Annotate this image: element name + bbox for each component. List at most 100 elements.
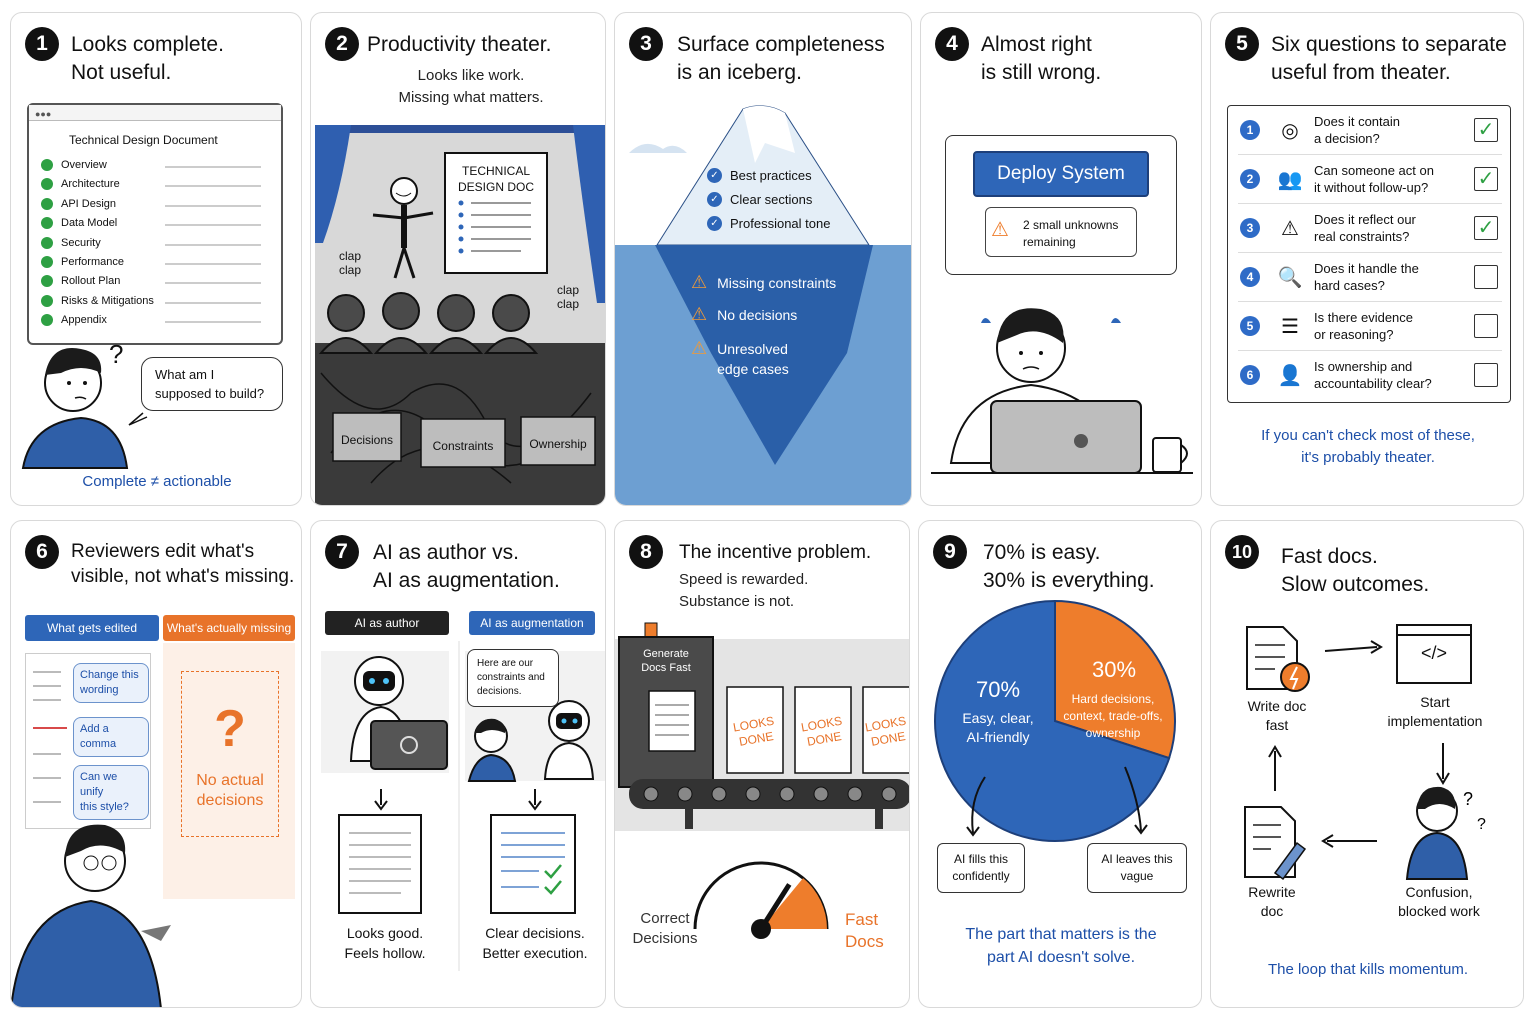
caption-right: Clear decisions. Better execution. — [482, 925, 588, 961]
question-row: 6👤Is ownership and accountability clear? — [1238, 351, 1502, 400]
question-checkbox[interactable] — [1474, 363, 1498, 387]
checklist-item-label: Performance — [61, 256, 124, 268]
checklist-item-label: Risks & Mitigations — [61, 294, 154, 307]
checklist-item: Appendix — [41, 314, 107, 327]
check-circle-icon — [41, 178, 53, 191]
search-icon: 🔍 — [1277, 266, 1303, 289]
review-comment[interactable]: Change this wording — [73, 663, 149, 703]
warning-icon: ⚠ — [691, 272, 708, 292]
placeholder-line — [165, 282, 261, 285]
pie-chart — [934, 599, 1176, 842]
question-checkbox[interactable]: ✓ — [1474, 216, 1498, 240]
question-text: Does it handle the hard cases? — [1314, 261, 1419, 293]
step-confusion: Confusion, blocked work — [1398, 884, 1480, 919]
checklist-item-label: Appendix — [61, 314, 107, 327]
panel-title: Six questions to separate useful from th… — [1271, 33, 1507, 84]
missing-box — [181, 671, 279, 837]
box-label-decisions: Decisions — [340, 433, 394, 447]
panel-title: Fast docs. Slow outcomes. — [1281, 545, 1430, 596]
right-callout-box: AI leaves this vague — [1087, 843, 1187, 893]
checklist-item-label: API Design — [61, 197, 117, 210]
check-circle-icon: ✓ — [707, 168, 722, 183]
clap-text-right: clap clap — [557, 283, 580, 311]
question-number: 2 — [1240, 169, 1260, 189]
checklist-item: Security — [41, 236, 101, 249]
question-row: 3⚠Does it reflect our real constraints?✓ — [1238, 204, 1502, 253]
placeholder-line — [165, 224, 261, 227]
placeholder-line — [165, 301, 261, 304]
stressed-developer-illustration — [931, 308, 1193, 474]
panel-subtitle: Speed is rewarded. Substance is not. — [679, 571, 809, 610]
pie-slice — [934, 599, 1171, 842]
deploy-system-button[interactable]: Deploy System — [973, 151, 1149, 197]
question-row: 5☰Is there evidence or reasoning? — [1238, 302, 1502, 351]
review-comment[interactable]: Add a comma — [73, 717, 149, 757]
panel-title: The incentive problem. — [679, 542, 872, 563]
question-text: Is there evidence or reasoning? — [1314, 310, 1414, 342]
caption-left: Looks good. Feels hollow. — [344, 925, 426, 961]
augmentation-speech-bubble — [467, 649, 559, 707]
clap-text-left: clap clap — [339, 249, 362, 277]
checklist-item: Risks & Mitigations — [41, 294, 154, 307]
iceberg-hidden-item: ⚠Missing constraints — [691, 272, 837, 292]
check-circle-icon — [41, 236, 53, 249]
warning-icon: ⚠ — [691, 304, 708, 324]
panel-title: Surface completeness is an iceberg. — [677, 33, 885, 84]
question-number: 1 — [1240, 120, 1260, 140]
panel-title: Looks complete. Not useful. — [71, 33, 224, 84]
panel-number: 9 — [933, 535, 967, 569]
speech-bubble-text: What am I supposed to build? — [155, 367, 265, 401]
panel-subtitle: Looks like work. Missing what matters. — [398, 67, 544, 106]
slice-label-hard: Hard decisions, context, trade-offs, own… — [1063, 692, 1163, 740]
document-line — [33, 685, 61, 687]
panel-title: Almost right is still wrong. — [981, 33, 1102, 84]
check-circle-icon — [41, 217, 53, 230]
warning-icon: ⚠ — [1281, 217, 1299, 240]
question-checkbox[interactable] — [1474, 314, 1498, 338]
panel-caption: Complete ≠ actionable — [82, 473, 232, 490]
panel-caption: If you can't check most of these, it's p… — [1261, 427, 1475, 466]
checklist-item-label: Rollout Plan — [61, 275, 121, 288]
window-dots-icon: ●●● — [35, 109, 52, 119]
box-label-constraints: Constraints — [432, 439, 494, 453]
step-rewrite-doc: Rewrite doc — [1248, 884, 1296, 919]
svg-text:?: ? — [1477, 816, 1486, 833]
checklist-item-label: Overview — [61, 159, 107, 171]
panel-3: 3 Surface completeness is an iceberg. ✓B… — [614, 12, 912, 506]
iceberg-hidden-item: ⚠No decisions — [691, 304, 798, 324]
svg-text:?: ? — [1463, 789, 1473, 809]
question-mark-icon: ? — [214, 700, 246, 758]
speech-bubble — [141, 357, 283, 411]
svg-text:?: ? — [109, 339, 123, 369]
document-icon: ☰ — [1281, 315, 1299, 338]
checklist-item: API Design — [41, 197, 117, 210]
step-write-doc: Write doc fast — [1247, 698, 1307, 733]
question-number: 4 — [1240, 267, 1260, 287]
panel-number: 8 — [629, 535, 663, 569]
slice-value-easy: 70% — [975, 677, 1021, 702]
panel-title: Productivity theater. — [367, 33, 552, 56]
warning-icon: ⚠ — [691, 338, 708, 358]
checklist-item: Architecture — [41, 178, 120, 191]
missing-text: No actual decisions — [196, 772, 264, 809]
question-row: 2👥Can someone act on it without follow-u… — [1238, 155, 1502, 204]
check-circle-icon — [41, 197, 53, 210]
iceberg-surface-item: ✓Clear sections — [707, 192, 812, 207]
confused-person-illustration: ? — [21, 339, 148, 469]
checklist-item-label: Security — [61, 236, 101, 249]
placeholder-line — [165, 321, 261, 324]
document-line — [33, 699, 61, 701]
panel-7: 7 AI as author vs. AI as augmentation. A… — [310, 520, 606, 1008]
panel-2: 2 Productivity theater. Looks like work.… — [310, 12, 606, 506]
check-circle-icon — [41, 294, 53, 307]
review-comment[interactable]: Can we unify this style? — [73, 765, 149, 820]
checklist-item: Data Model — [41, 217, 117, 230]
check-circle-icon: ✓ — [707, 192, 722, 207]
panel-title: 70% is easy. 30% is everything. — [983, 541, 1155, 592]
question-checkbox[interactable]: ✓ — [1474, 167, 1498, 191]
question-checkbox[interactable]: ✓ — [1474, 118, 1498, 142]
question-checkbox[interactable] — [1474, 265, 1498, 289]
gauge-label-left: Correct Decisions — [632, 910, 698, 947]
question-text: Does it contain a decision? — [1314, 114, 1400, 146]
checklist: 1◎Does it contain a decision?✓2👥Can some… — [1227, 105, 1511, 403]
